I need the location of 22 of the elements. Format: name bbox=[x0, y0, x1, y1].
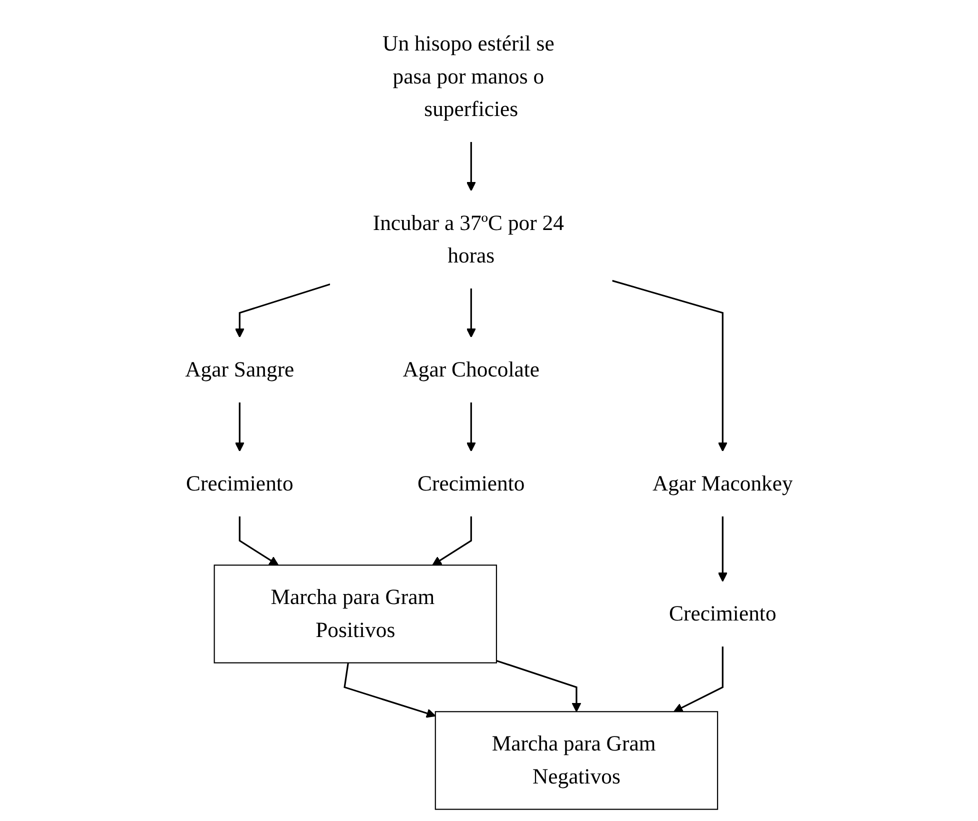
node-text: Un hisopo estéril se pasa por manos o superficies bbox=[382, 32, 554, 122]
node-text: Agar Chocolate bbox=[402, 358, 540, 382]
arrow bbox=[466, 288, 476, 338]
arrow bbox=[344, 662, 436, 718]
node-text: Incubar a 37ºC por 24 horas bbox=[372, 211, 564, 268]
arrow bbox=[612, 280, 728, 452]
node-text: Crecimiento bbox=[418, 472, 525, 496]
node-box: Marcha para Gram Positivos bbox=[214, 564, 498, 664]
arrow bbox=[718, 516, 728, 582]
node-text: Agar Maconkey bbox=[652, 472, 793, 496]
arrow bbox=[432, 516, 472, 566]
arrow bbox=[466, 402, 476, 452]
node-text: Crecimiento bbox=[669, 602, 776, 626]
node-text: Agar Sangre bbox=[185, 358, 294, 382]
arrow bbox=[674, 646, 724, 712]
arrow bbox=[234, 402, 244, 452]
arrow bbox=[496, 660, 582, 712]
arrow bbox=[238, 516, 279, 566]
node-box: Marcha para Gram Negativos bbox=[434, 711, 718, 810]
node-text: Crecimiento bbox=[186, 472, 294, 496]
arrow bbox=[466, 142, 476, 192]
arrow bbox=[234, 283, 330, 338]
